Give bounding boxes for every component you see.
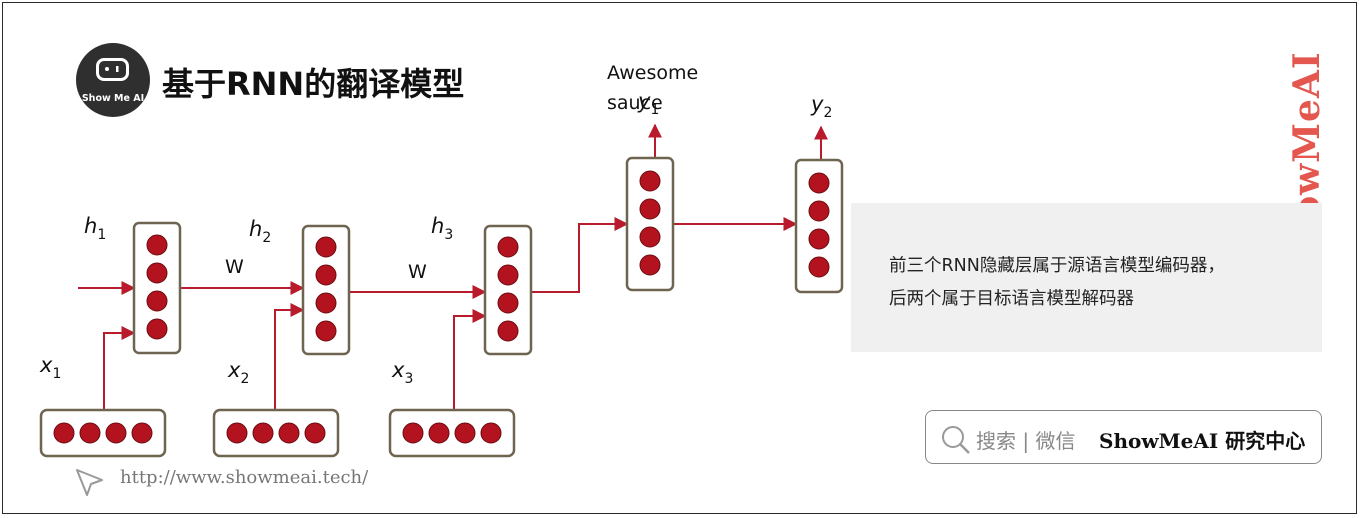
output-text: Awesome sauce	[607, 62, 699, 114]
search-box[interactable]: 搜索 | 微信 ShowMeAI 研究中心	[925, 410, 1322, 464]
note-line-1: 前三个RNN隐藏层属于源语言模型编码器，	[889, 256, 1225, 276]
note-line-2: 后两个属于目标语言模型解码器	[889, 289, 1134, 309]
label-h2: h2	[249, 217, 271, 246]
page-title: 基于RNN的翻译模型	[162, 65, 465, 103]
label-h3: h3	[431, 214, 453, 243]
label-y1: y1	[637, 89, 659, 118]
label-h1: h1	[84, 214, 106, 243]
decoder-layer-2	[794, 158, 844, 294]
robot-face-icon	[96, 58, 129, 81]
weight-label-2: W	[408, 261, 427, 283]
hidden-layer-2	[301, 224, 351, 356]
arrow-h3-to-h4	[531, 217, 629, 293]
search-icon	[940, 424, 972, 460]
search-label: 搜索 | 微信	[976, 429, 1076, 453]
input-vector-2	[212, 408, 340, 458]
logo-text: Show Me AI	[81, 93, 145, 104]
connections	[78, 123, 828, 410]
hidden-layer-1	[132, 221, 182, 355]
output-text-wrapper: Awesome sauce	[607, 62, 699, 114]
showmeai-logo: Show Me AI	[76, 43, 150, 117]
arrow-x1-to-h1	[103, 326, 136, 410]
label-y2: y2	[810, 92, 832, 121]
footer-url[interactable]: http://www.showmeai.tech/	[120, 467, 369, 488]
decoder-layer-1	[625, 156, 675, 292]
arrow-x2-to-h2	[274, 303, 305, 410]
hidden-layer-3	[483, 224, 533, 356]
input-vector-1	[39, 408, 167, 458]
search-brand: ShowMeAI 研究中心	[1099, 429, 1306, 453]
note-text: 前三个RNN隐藏层属于源语言模型编码器， 后两个属于目标语言模型解码器	[889, 250, 1225, 316]
cursor-icon	[72, 464, 108, 504]
arrow-x3-to-h3	[453, 309, 487, 410]
input-vector-3	[388, 408, 516, 458]
label-x3: x3	[391, 358, 413, 387]
note-panel: 前三个RNN隐藏层属于源语言模型编码器， 后两个属于目标语言模型解码器	[851, 203, 1322, 352]
weight-label-1: W	[225, 256, 244, 278]
label-x1: x1	[39, 353, 61, 382]
label-x2: x2	[227, 358, 249, 387]
